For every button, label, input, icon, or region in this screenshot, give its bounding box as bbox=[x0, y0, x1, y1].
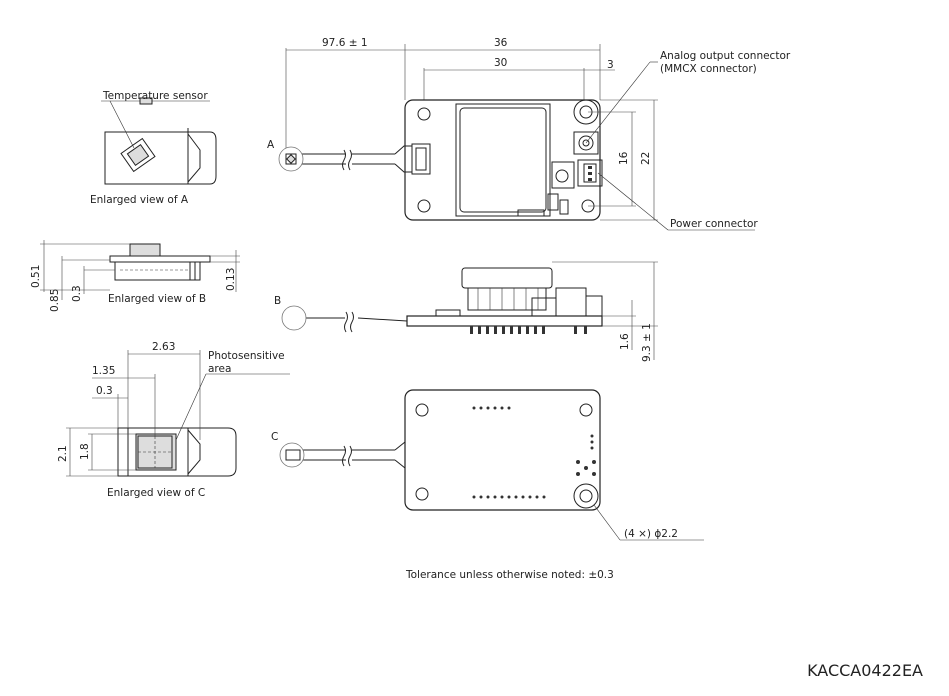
dim-c-135: 1.35 bbox=[92, 365, 115, 377]
pcb-bottom bbox=[404, 389, 601, 511]
tolerance-note: Tolerance unless otherwise noted: ±0.3 bbox=[405, 569, 614, 581]
dim-cable-length: 97.6 ± 1 bbox=[322, 37, 368, 49]
enlarged-view-c: 2.63 1.35 0.3 2.1 1.8 Photosensitive are… bbox=[57, 341, 290, 499]
dim-side-9-3: 9.3 ± 1 bbox=[641, 323, 653, 362]
side-view: B 1.6 9.3 ± 1 bbox=[274, 261, 658, 362]
label-enlarged-a: Enlarged view of A bbox=[90, 194, 189, 206]
dim-c-263: 2.63 bbox=[152, 341, 175, 353]
top-view: 97.6 ± 1 36 30 3 bbox=[267, 37, 791, 231]
document-code: KACCA0422EA bbox=[807, 661, 923, 680]
marker-b: B bbox=[274, 295, 281, 307]
marker-a: A bbox=[267, 139, 275, 151]
marker-circle-b bbox=[281, 305, 307, 331]
enlarged-view-a: Temperature sensor Enlarged view of A bbox=[90, 90, 217, 206]
dim-width-30: 30 bbox=[494, 57, 507, 69]
bottom-view: C (4 ×) ϕ2.2 bbox=[271, 389, 704, 541]
dim-c-21: 2.1 bbox=[57, 445, 69, 462]
dim-offset-3: 3 bbox=[607, 59, 614, 71]
marker-c: C bbox=[271, 431, 278, 443]
label-area: area bbox=[208, 363, 231, 375]
dim-c-18: 1.8 bbox=[79, 443, 91, 460]
dim-height-16: 16 bbox=[618, 151, 630, 165]
dim-height-22: 22 bbox=[640, 152, 652, 165]
dim-b-013: 0.13 bbox=[225, 268, 237, 291]
dim-b-051: 0.51 bbox=[30, 265, 42, 288]
dim-b-085: 0.85 bbox=[49, 289, 61, 312]
label-power-connector: Power connector bbox=[670, 218, 758, 230]
marker-circle-c bbox=[279, 442, 305, 468]
enlarged-view-b: 0.51 0.85 0.3 0.13 Enlarged view of B bbox=[30, 240, 240, 312]
label-temperature-sensor: Temperature sensor bbox=[102, 90, 208, 102]
label-enlarged-c: Enlarged view of C bbox=[107, 487, 205, 499]
label-hole-spec: (4 ×) ϕ2.2 bbox=[624, 528, 678, 540]
label-analog-connector: Analog output connector bbox=[660, 50, 791, 62]
dim-c-03: 0.3 bbox=[96, 385, 113, 397]
label-mmcx: (MMCX connector) bbox=[660, 63, 757, 75]
label-photosensitive: Photosensitive bbox=[208, 350, 285, 362]
label-enlarged-b: Enlarged view of B bbox=[108, 293, 206, 305]
dim-b-03: 0.3 bbox=[71, 285, 83, 302]
pcb-top bbox=[404, 99, 601, 221]
dim-width-36: 36 bbox=[494, 37, 508, 49]
dim-side-1-6: 1.6 bbox=[619, 333, 631, 350]
